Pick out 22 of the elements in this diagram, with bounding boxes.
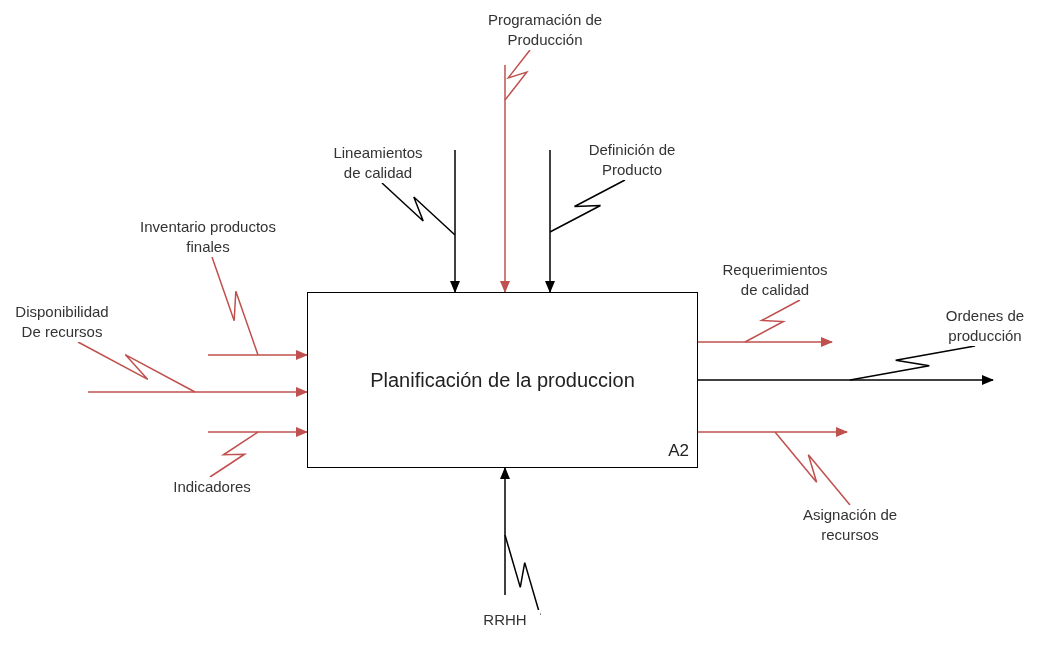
leader-line <box>549 179 626 233</box>
leader-line <box>504 49 531 101</box>
activity-box <box>307 292 698 468</box>
arrow <box>450 149 460 293</box>
arrow <box>697 375 994 385</box>
leader-line <box>744 299 801 343</box>
arrow <box>697 427 848 437</box>
arrow <box>87 387 308 397</box>
arrow <box>545 149 555 293</box>
leader-line <box>774 431 851 506</box>
node-number: A2 <box>668 439 689 462</box>
arrow <box>207 350 308 360</box>
leader-line <box>211 256 259 356</box>
leader-line <box>77 341 196 393</box>
leader-line <box>209 431 259 478</box>
leader-line <box>381 182 456 236</box>
leader-line <box>849 345 976 381</box>
arrow <box>207 427 308 437</box>
arrow <box>500 64 510 293</box>
activity-title: Planificación de la produccion <box>369 368 636 393</box>
arrow <box>500 467 510 596</box>
arrow <box>697 337 833 347</box>
